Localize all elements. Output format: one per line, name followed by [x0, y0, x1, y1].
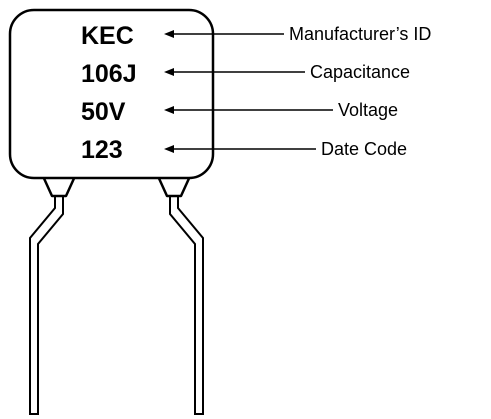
capacitor-body: [8, 8, 215, 180]
label-date-code: Date Code: [321, 139, 407, 159]
label-voltage: Voltage: [338, 100, 398, 120]
marking-code-date: 123: [81, 136, 123, 164]
pointer-arrow-capacitance: [164, 68, 305, 76]
right-lead: [169, 185, 204, 415]
marking-code-manufacturer-id: KEC: [81, 22, 134, 50]
pointer-arrow-manufacturer-id: [164, 30, 284, 38]
marking-code-capacitance: 106J: [81, 60, 137, 88]
marking-code-voltage: 50V: [81, 98, 126, 126]
label-manufacturer-id: Manufacturer’s ID: [289, 24, 431, 44]
label-capacitance: Capacitance: [310, 62, 410, 82]
pointer-arrow-date-code: [164, 145, 316, 153]
left-lead: [29, 185, 64, 415]
pointer-arrow-voltage: [164, 106, 333, 114]
